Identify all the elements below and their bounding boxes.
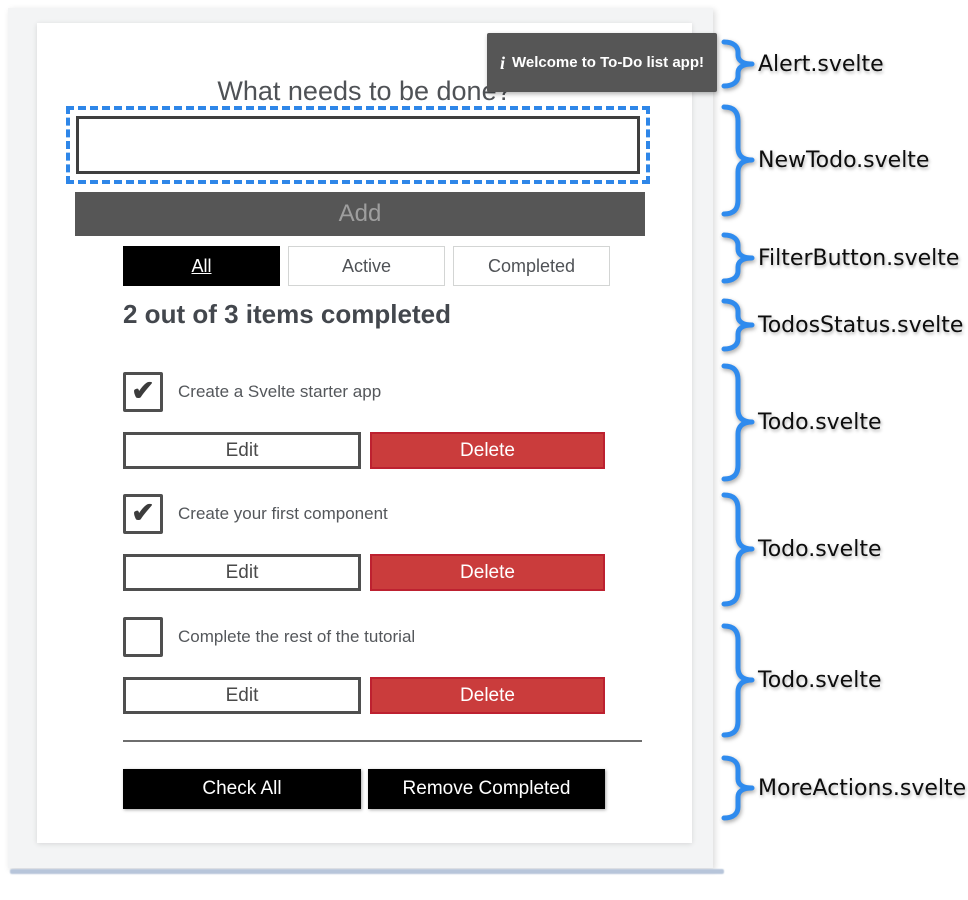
brace-icon: [721, 104, 755, 217]
brace-icon: [721, 232, 755, 284]
annotation-label: Todo.svelte: [758, 668, 882, 693]
todo-label: Create a Svelte starter app: [178, 382, 382, 401]
info-icon: i: [500, 52, 506, 73]
annotation-filterbutton: FilterButton.svelte: [720, 232, 959, 284]
filter-active-label: Active: [341, 255, 392, 276]
checkmark-icon: ✔: [131, 375, 155, 406]
remove-completed-button[interactable]: Remove Completed: [368, 769, 605, 809]
alert-toast[interactable]: i Welcome to To-Do list app!: [487, 33, 717, 92]
filter-button-active[interactable]: Active: [288, 246, 445, 286]
app-heading: What needs to be done?: [217, 76, 512, 106]
annotation-todo-3: Todo.svelte: [720, 623, 881, 738]
edit-button[interactable]: Edit: [123, 677, 361, 714]
brace-icon: [721, 623, 755, 738]
todos-status-heading: 2 out of 3 items completed: [123, 299, 451, 329]
annotation-label: NewTodo.svelte: [758, 148, 930, 173]
new-todo-input[interactable]: [76, 116, 640, 174]
brace-icon: [721, 755, 755, 821]
annotation-label: MoreActions.svelte: [758, 775, 967, 801]
checkmark-icon: ✔: [131, 497, 155, 528]
annotation-label: Todo.svelte: [758, 537, 882, 562]
edit-button[interactable]: Edit: [123, 554, 361, 591]
annotation-label: Alert.svelte: [758, 51, 884, 77]
delete-button[interactable]: Delete: [370, 432, 605, 469]
delete-button[interactable]: Delete: [370, 554, 605, 591]
actions-divider: [123, 740, 642, 742]
todo-app-card: What needs to be done? i Welcome to To-D…: [37, 23, 717, 843]
filter-button-all[interactable]: All: [123, 246, 280, 286]
brace-icon: [721, 298, 755, 352]
annotation-label: Todo.svelte: [758, 410, 882, 435]
filter-button-completed[interactable]: Completed: [453, 246, 610, 286]
todo-label: Complete the rest of the tutorial: [178, 627, 416, 646]
brace-icon: [721, 363, 755, 482]
window-bottom-edge: [10, 869, 724, 874]
check-all-button[interactable]: Check All: [123, 769, 361, 809]
annotation-moreactions: MoreActions.svelte: [720, 755, 966, 821]
annotation-label: FilterButton.svelte: [758, 245, 960, 271]
filter-completed-label: Completed: [487, 255, 576, 276]
todo-checkbox[interactable]: ✔: [123, 372, 163, 412]
annotation-todo-1: Todo.svelte: [720, 363, 881, 482]
annotation-newtodo: NewTodo.svelte: [720, 104, 929, 217]
brace-icon: [721, 39, 755, 89]
brace-icon: [721, 492, 755, 607]
todo-label: Create your first component: [178, 504, 388, 523]
new-todo-focus-ring: [66, 106, 650, 184]
annotation-todosstatus: TodosStatus.svelte: [720, 298, 963, 352]
add-button[interactable]: Add: [75, 192, 645, 236]
edit-button[interactable]: Edit: [123, 432, 361, 469]
delete-button[interactable]: Delete: [370, 677, 605, 714]
todo-checkbox[interactable]: ✔: [123, 494, 163, 534]
annotation-todo-2: Todo.svelte: [720, 492, 881, 607]
annotation-label: TodosStatus.svelte: [758, 312, 964, 338]
alert-text: Welcome to To-Do list app!: [512, 54, 704, 71]
annotation-alert: Alert.svelte: [720, 39, 884, 89]
todo-checkbox[interactable]: [123, 617, 163, 657]
filter-all-label: All: [191, 255, 212, 276]
